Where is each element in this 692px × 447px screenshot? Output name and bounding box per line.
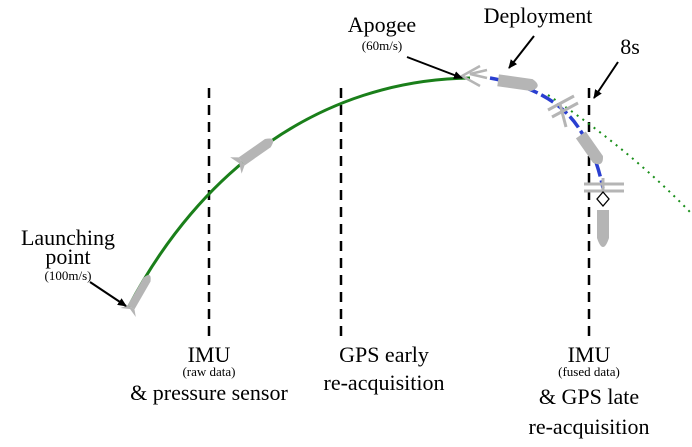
gps-late-label: & GPS late bbox=[539, 384, 639, 409]
rocket-descent-icon bbox=[575, 131, 603, 165]
time-8s-arrow bbox=[593, 61, 619, 99]
apogee-speed-label: (60m/s) bbox=[362, 38, 402, 53]
deployment-label: Deployment bbox=[484, 3, 593, 28]
time-8s-label: 8s bbox=[620, 34, 640, 59]
rocket-launch-icon bbox=[120, 275, 151, 318]
gps-early-label: GPS early bbox=[339, 342, 429, 367]
apogee-arrow bbox=[406, 56, 463, 79]
imu-fused-subtitle: (fused data) bbox=[558, 364, 620, 379]
gps-early-label-2: re-acquisition bbox=[324, 370, 445, 395]
drogue-separation-icon bbox=[547, 94, 579, 128]
imu-raw-subtitle: (raw data) bbox=[182, 364, 235, 379]
drogue-chute-icon bbox=[459, 64, 488, 88]
descent-trajectory bbox=[489, 76, 605, 189]
launching-point-label: Launching bbox=[21, 225, 115, 250]
launching-speed-label: (100m/s) bbox=[45, 268, 92, 283]
rocket-apogee-icon bbox=[497, 74, 538, 92]
imu-raw-title: IMU bbox=[188, 342, 231, 367]
launch-arrow bbox=[89, 281, 127, 307]
apogee-label: Apogee bbox=[348, 12, 416, 37]
rocket-final-icon bbox=[597, 210, 609, 247]
gps-late-label-2: re-acquisition bbox=[529, 414, 650, 439]
recovery-diamond-icon bbox=[596, 191, 610, 207]
pressure-sensor-label: & pressure sensor bbox=[130, 380, 288, 405]
ascent-trajectory bbox=[126, 76, 471, 309]
rocket-ascent-icon bbox=[230, 138, 274, 174]
imu-fused-title: IMU bbox=[568, 342, 611, 367]
deployment-arrow bbox=[508, 35, 535, 69]
launching-point-label-2: point bbox=[45, 244, 90, 269]
ballistic-trajectory bbox=[547, 94, 691, 213]
